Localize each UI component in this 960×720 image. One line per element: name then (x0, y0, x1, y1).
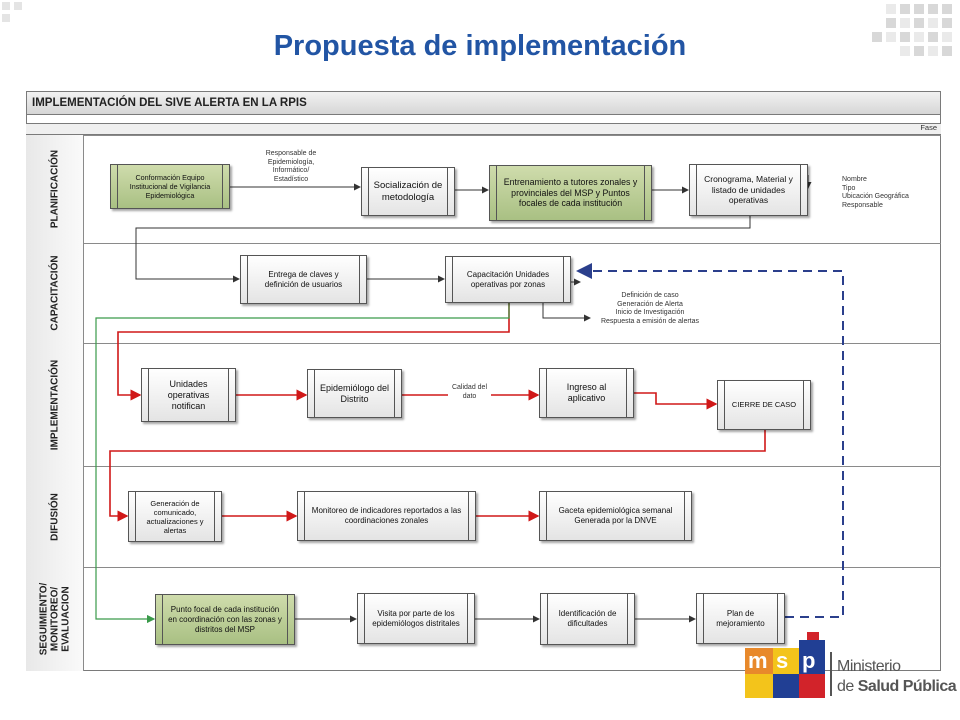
box-socializacion: Socialización de metodología (361, 167, 455, 216)
lane-label-capacitacion: CAPACITACIÓN (26, 243, 84, 343)
connector-dashed-feedback (576, 263, 844, 618)
lane-label-implementacion: IMPLEMENTACIÓN (26, 343, 84, 466)
lane-capacitacion (26, 243, 941, 343)
lane-label-seguimiento: SEGUIMIENTO/ MONITOREO/ EVALUACION (26, 567, 84, 671)
box-monitoreo-indicadores: Monitoreo de indicadores reportados a la… (297, 491, 476, 541)
box-unidades-notifican: Unidades operativas notifican (141, 368, 236, 422)
connector-capacitacion-definicion (542, 303, 591, 322)
lane-seguimiento (26, 567, 941, 671)
connector-cronograma-capacitacion (135, 216, 751, 283)
msp-logo-mark: m s p (745, 632, 832, 698)
lane-planificacion (26, 135, 941, 243)
box-conformacion-equipo: Conformación Equipo Institucional de Vig… (110, 164, 230, 209)
box-cierre-caso: CIERRE DE CASO (717, 380, 811, 430)
phase-label: Fase (920, 123, 937, 132)
connector-ingreso-cierre (634, 392, 718, 410)
lane-label-planificacion: PLANIFICACIÓN (26, 135, 84, 243)
lane-implementacion (26, 343, 941, 466)
box-gaceta: Gaceta epidemiológica semanal Generada p… (539, 491, 692, 541)
logo-line2: de Salud Pública (837, 678, 957, 695)
lane-label-difusion: DIFUSIÓN (26, 466, 84, 567)
connector-capacitacion-unidades (117, 303, 510, 401)
box-capacitacion-unidades: Capacitación Unidades operativas por zon… (445, 256, 571, 303)
box-punto-focal: Punto focal de cada institución en coord… (155, 594, 295, 645)
svg-text:p: p (802, 648, 815, 673)
msp-logo: m s p Ministerio de Salud Pública (745, 632, 957, 708)
box-entrega-claves: Entrega de claves y definición de usuari… (240, 255, 367, 304)
corner-decoration-left (2, 2, 22, 22)
box-identificacion: Identificación de dificultades (540, 593, 635, 645)
page-title: Propuesta de implementación (273, 30, 687, 62)
connector-green-feedback (95, 303, 510, 624)
corner-decoration (872, 4, 952, 56)
svg-text:s: s (776, 648, 788, 673)
box-cronograma: Cronograma, Material y listado de unidad… (689, 164, 808, 216)
box-entrenamiento: Entrenamiento a tutores zonales y provin… (489, 165, 652, 221)
logo-line1: Ministerio (837, 658, 901, 675)
svg-text:m: m (748, 648, 768, 673)
box-epidemiologo: Epidemiólogo del Distrito (307, 369, 402, 418)
box-ingreso-aplicativo: Ingreso al aplicativo (539, 368, 634, 418)
phase-bar: Fase (26, 123, 941, 135)
box-visita: Visita por parte de los epidemiólogos di… (357, 593, 475, 644)
box-generacion-comunicado: Generación de comunicado, actualizacione… (128, 491, 222, 542)
box-plan-mejoramiento: Plan de mejoramiento (696, 593, 785, 644)
diagram-header: IMPLEMENTACIÓN DEL SIVE ALERTA EN LA RPI… (26, 91, 941, 115)
lane-difusion (26, 466, 941, 567)
connector-cierre-generacion (109, 430, 766, 522)
